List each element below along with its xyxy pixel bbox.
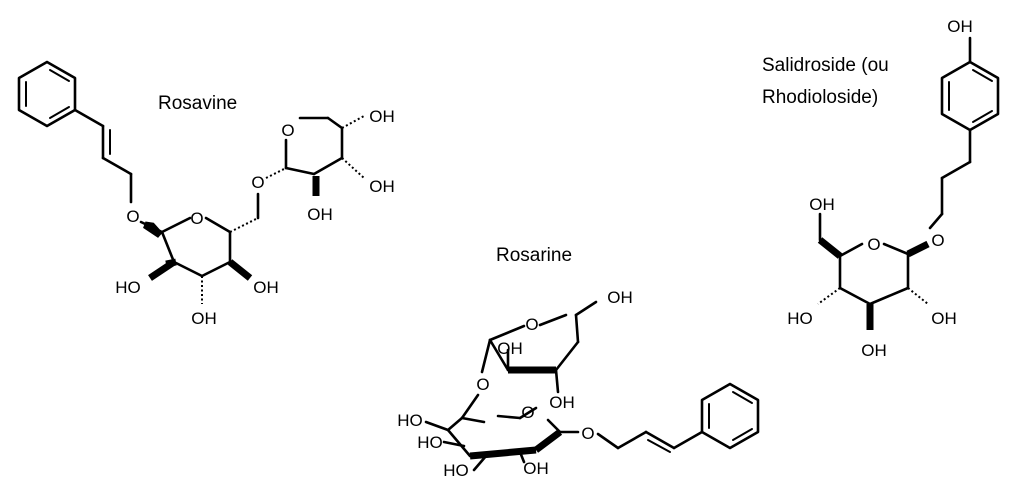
salidroside-o-ring: O [867, 235, 880, 254]
rosarine-oh-d: OH [523, 459, 549, 478]
rosavine-oh-b: OH [369, 177, 395, 196]
salidroside-title-line2: Rhodioloside) [762, 87, 879, 108]
rosarine-phenyl-ring [700, 382, 760, 450]
rosarine-title: Rosarine [496, 245, 573, 266]
rosarine-ho-a: HO [397, 411, 423, 430]
salidroside-oh-c: OH [861, 341, 887, 360]
rosavine-oh-c: OH [307, 205, 333, 224]
salidroside-glucose-ring [838, 240, 930, 306]
rosarine-oh-low: OH [549, 393, 575, 412]
rosarine-cinnamyl-chain [596, 430, 704, 453]
rosarine-o-ether: O [581, 424, 594, 443]
rosavine-glucose-ring [139, 216, 232, 278]
salidroside-phenol-ring [940, 60, 1000, 132]
rosarine-furanose-ring [488, 313, 580, 374]
rosarine-o-furan: O [525, 315, 538, 334]
rosavine-ho-d: HO [115, 278, 141, 297]
rosarine-oh-top: OH [607, 288, 633, 307]
salidroside-ho-a: HO [787, 309, 813, 328]
rosavine-oh-e: OH [253, 278, 279, 297]
rosavine-structure: O O HO OH OH O [17, 60, 395, 328]
rosarine-o-link: O [476, 375, 489, 394]
rosavine-phenyl-ring [17, 60, 77, 128]
salidroside-oh-ch2: OH [809, 195, 835, 214]
rosavine-oh-a: OH [369, 107, 395, 126]
rosarine-ho-b: HO [417, 433, 443, 452]
salidroside-structure: OH O O [787, 17, 1000, 360]
rosavine-cinnamyl-chain [73, 108, 133, 204]
rosavine-o-ring2: O [281, 121, 294, 140]
salidroside-oh-b: OH [931, 309, 957, 328]
salidroside-oh-phenol: OH [947, 17, 973, 36]
rosarine-pyranose-ring [446, 406, 563, 460]
salidroside-o-ether: O [931, 231, 944, 250]
rosarine-structure: OH O OH OH O [397, 288, 760, 480]
rosavine-o-ring1: O [190, 209, 203, 228]
salidroside-title-line1: Salidroside (ou [762, 55, 889, 76]
rosavine-o-link2: O [251, 173, 264, 192]
rosavine-title: Rosavine [158, 93, 238, 114]
rosarine-o-pyr: O [521, 403, 534, 422]
rosarine-ho-c: HO [443, 461, 469, 480]
rosarine-oh-mid: OH [497, 339, 523, 358]
rosavine-o-link1: O [126, 207, 139, 226]
rosavine-pentose-ring [265, 116, 344, 196]
rosavine-oh-f: OH [191, 309, 217, 328]
